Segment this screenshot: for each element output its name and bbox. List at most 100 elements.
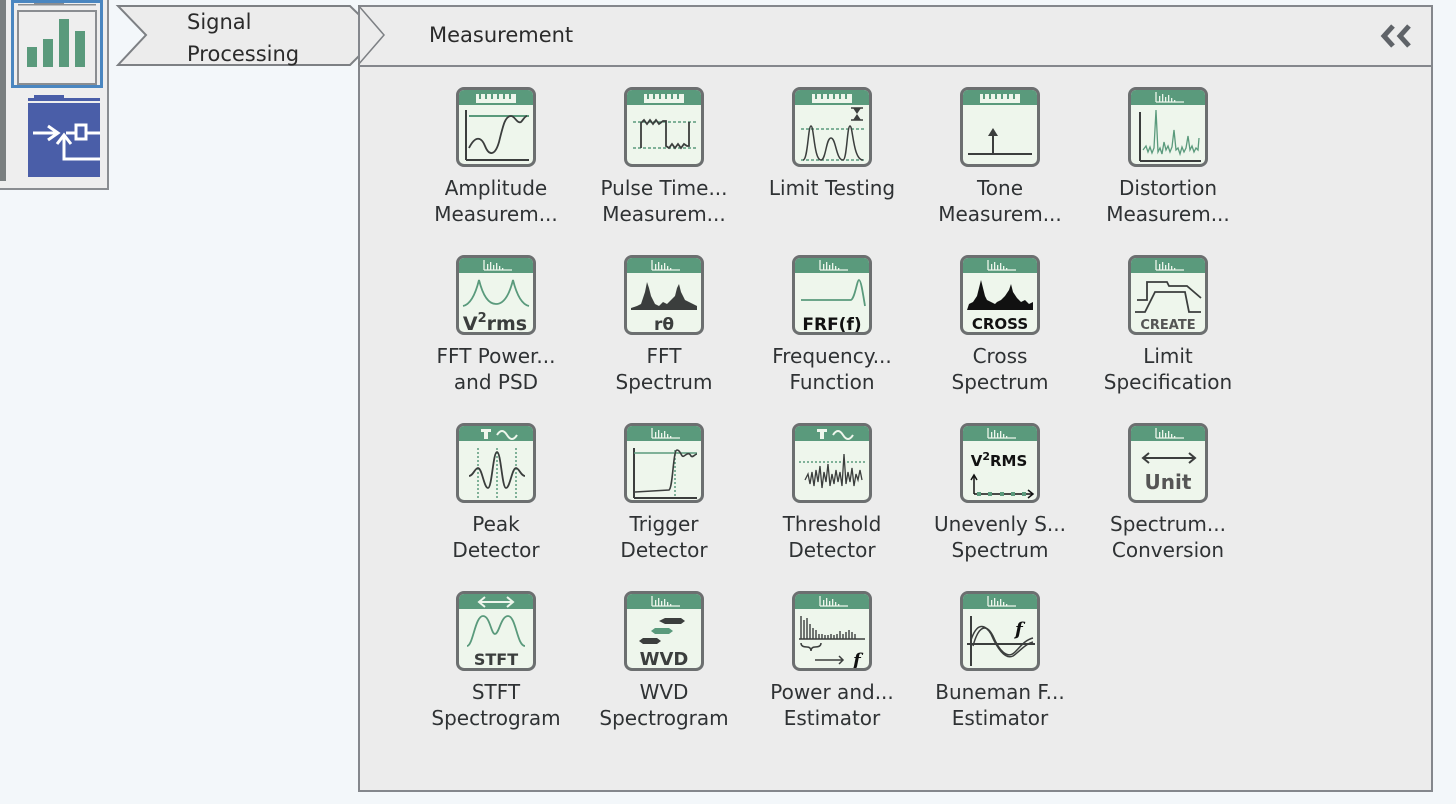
label-line-1: Threshold [782,512,882,536]
fft-power-psd-icon: V2rms [456,255,536,335]
label-line-1: Cross [972,344,1028,368]
wvd-spectrogram-icon: WVD [624,591,704,671]
label-line-2: Estimator [951,706,1049,730]
breadcrumb-label: Signal Processing [187,10,300,66]
limit-specification-icon: CREATE [1128,255,1208,335]
fft-spectrum-icon: rθ [624,255,704,335]
vi-item-pulse-time-measurement[interactable]: Pulse Time...Measurem... [580,87,748,255]
limit-testing-icon [792,87,872,167]
category-signal-processing[interactable] [11,0,103,88]
label-line-2: Detector [620,538,708,562]
label-line-1: Limit Testing [768,176,896,200]
label-line-2: Measurem... [434,202,558,226]
vi-item-limit-testing[interactable]: Limit Testing [748,87,916,255]
spectrum-unit-conversion-icon: Unit [1128,423,1208,503]
vi-item-label: Unevenly S...Spectrum [934,511,1066,563]
vi-item-unevenly-sampled-spectrum[interactable]: V2RMS Unevenly S...Spectrum [916,423,1084,591]
panel-title: Measurement [429,23,574,47]
label-line-2: and PSD [453,370,539,394]
label-line-2: Estimator [783,706,881,730]
frequency-response-icon: FRF(f) [792,255,872,335]
label-line-1: Power and... [770,680,894,704]
breadcrumb-separator-icon [358,5,385,66]
category-palette [0,0,109,190]
vi-item-label: Pulse Time...Measurem... [600,175,727,227]
bar-chart-icon [17,3,97,85]
breadcrumb-signal-processing[interactable]: Signal Processing [114,4,394,68]
label-line-2: Function [789,370,875,394]
label-line-2: Spectrum [951,538,1049,562]
label-line-1: Peak [472,512,520,536]
panel-header: Measurement [358,5,1431,67]
collapse-button[interactable] [1379,21,1415,51]
category-control-design[interactable] [11,92,103,180]
label-line-2: Measurem... [938,202,1062,226]
svg-text:f: f [1013,619,1026,640]
vi-item-label: Power and...Estimator [770,679,894,731]
label-line-1: Trigger [629,512,699,536]
vi-item-frequency-response[interactable]: FRF(f) Frequency...Function [748,255,916,423]
label-line-2: Spectrum [951,370,1049,394]
svg-text:WVD: WVD [640,649,689,668]
svg-text:f: f [851,650,864,668]
label-line-1: FFT Power... [436,344,556,368]
svg-text:CROSS: CROSS [972,315,1028,332]
threshold-detector-icon [792,423,872,503]
label-line-1: Spectrum... [1110,512,1226,536]
label-line-1: STFT [471,680,521,704]
buneman-frequency-estimator-icon: f [960,591,1040,671]
label-line-1: Unevenly S... [934,512,1066,536]
label-line-1: Tone [976,176,1024,200]
tone-measurement-icon [960,87,1040,167]
stft-spectrogram-icon: STFT [456,591,536,671]
svg-text:rθ: rθ [654,315,674,332]
vi-item-label: Frequency...Function [772,343,892,395]
label-line-1: Distortion [1119,176,1217,200]
label-line-1: FFT [646,344,682,368]
pulse-time-measurement-icon [624,87,704,167]
svg-text:V2rms: V2rms [463,311,527,332]
unevenly-sampled-spectrum-icon: V2RMS [960,423,1040,503]
label-line-1: Amplitude [444,176,548,200]
svg-text:FRF(f): FRF(f) [802,315,861,332]
vi-item-label: FFT Power...and PSD [437,343,556,395]
label-line-2: Detector [788,538,876,562]
label-line-2: Detector [452,538,540,562]
label-line-2: Spectrogram [431,706,561,730]
power-frequency-estimator-icon: f [792,591,872,671]
label-line-1: Pulse Time... [600,176,728,200]
trigger-detector-icon [624,423,704,503]
label-line-2: Measurem... [602,202,726,226]
svg-text:STFT: STFT [474,650,518,668]
label-line-1: Buneman F... [935,680,1065,704]
svg-text:CREATE: CREATE [1140,318,1195,332]
label-line-1: Frequency... [772,344,892,368]
svg-text:V2RMS: V2RMS [971,450,1028,470]
